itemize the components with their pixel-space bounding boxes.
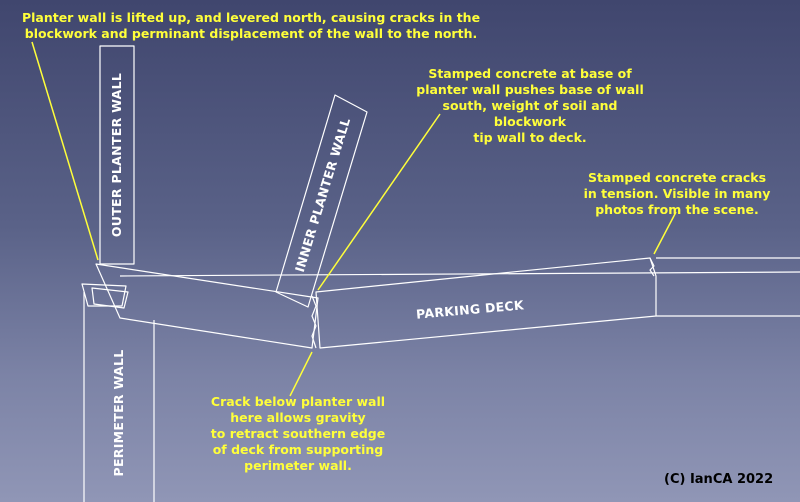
leader-line-stamped-pushes (317, 113, 441, 291)
outer-planter-wall (99, 45, 135, 265)
blockwork-fragment (91, 287, 129, 309)
inner-planter-wall (275, 94, 368, 308)
annotation-stamped-concrete-cracks: Stamped concrete cracks in tension. Visi… (583, 170, 771, 217)
deck-left-segment (95, 263, 319, 349)
reference-level-line (119, 271, 800, 277)
label-perimeter-wall: PERIMETER WALL (111, 349, 126, 477)
annotation-planter-wall-lifted: Planter wall is lifted up, and levered n… (21, 10, 481, 41)
annotation-stamped-concrete-pushes: Stamped concrete at base of planter wall… (416, 66, 644, 145)
leader-line-crack-below (289, 351, 313, 397)
leader-line-stamped-cracks (653, 211, 677, 255)
parking-deck-slab (315, 257, 657, 349)
tension-crack (649, 257, 655, 277)
copyright-text: (C) IanCA 2022 (664, 472, 774, 487)
annotation-crack-below-planter: Crack below planter wall here allows gra… (210, 394, 386, 473)
deck-crack (311, 295, 317, 349)
blockwork-fragment (81, 283, 127, 307)
leader-line-planter-lifted (31, 41, 99, 261)
label-outer-planter-wall: OUTER PLANTER WALL (109, 72, 124, 238)
